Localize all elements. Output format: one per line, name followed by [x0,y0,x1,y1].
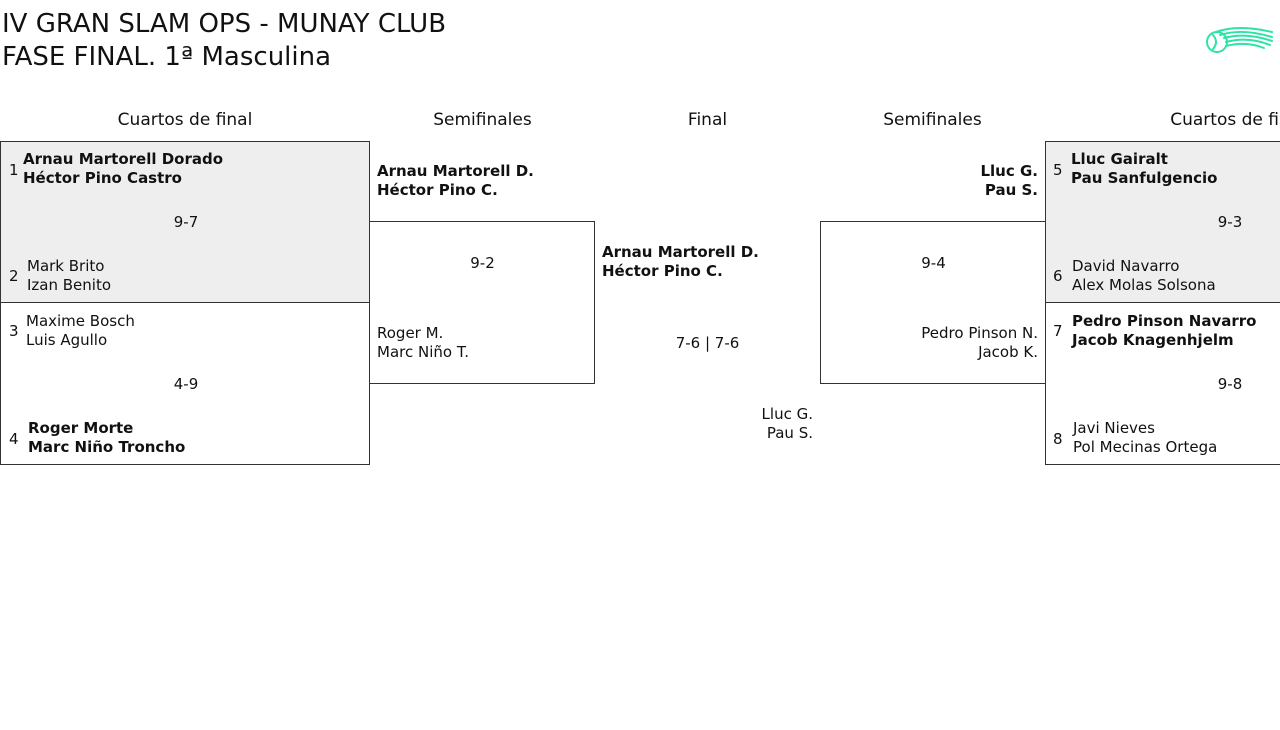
seed-number: 5 [1053,161,1063,179]
player-name: Arnau Martorell Dorado [23,150,224,168]
team-entry-winner: Arnau Martorell Dorado Héctor Pino Castr… [23,150,223,188]
tournament-title: IV GRAN SLAM OPS - MUNAY CLUB [2,9,447,39]
player-name: Marc Niño Troncho [28,438,186,456]
team-entry: Pedro Pinson N. Jacob K. [881,324,1038,362]
player-name: Izan Benito [27,276,112,294]
seed-number: 6 [1053,267,1063,285]
seed-number: 1 [9,161,19,179]
player-name: Jacob Knagenhjelm [1072,331,1234,349]
player-name: Héctor Pino C. [377,181,498,199]
player-name: David Navarro [1072,257,1180,275]
match-score: 9-7 [173,213,199,231]
team-entry: Javi Nieves Pol Mecinas Ortega [1073,419,1217,457]
seed-number: 4 [9,430,19,448]
team-entry: David Navarro Alex Molas Solsona [1072,257,1216,295]
round-header-final: Final [687,110,728,130]
seed-number: 3 [9,322,19,340]
final-team-winner: Arnau Martorell D. Héctor Pino C. [602,243,759,281]
player-name: Roger M. [377,324,444,342]
final-score: 7-6 | 7-6 [675,334,740,352]
sf-left-match[interactable]: 9-2 Roger M. Marc Niño T. [369,221,595,384]
player-name: Javi Nieves [1073,419,1155,437]
tennis-ball-logo-icon [1206,27,1273,53]
seed-number: 8 [1053,430,1063,448]
round-header-quarterfinals-right: Cuartos de fin [1170,110,1280,130]
player-name: Jacob K. [978,343,1038,361]
team-entry: Maxime Bosch Luis Agullo [26,312,135,350]
team-entry-winner: Pedro Pinson Navarro Jacob Knagenhjelm [1072,312,1256,350]
round-header-quarterfinals-left: Cuartos de final [117,110,253,130]
player-name: Alex Molas Solsona [1072,276,1216,294]
player-name: Pau S. [766,424,813,442]
tournament-subtitle: FASE FINAL. 1ª Masculina [2,42,332,72]
qf-match-2[interactable]: 3 Maxime Bosch Luis Agullo 4-9 4 Roger M… [0,302,370,465]
seed-number: 7 [1053,322,1063,340]
player-name: Pol Mecinas Ortega [1073,438,1218,456]
team-entry: Mark Brito Izan Benito [27,257,111,295]
final-team-runner-up: Lluc G. Pau S. [700,405,813,443]
match-score: 9-2 [470,254,495,272]
player-name: Luis Agullo [26,331,108,349]
round-header-semifinals-left: Semifinales [433,110,532,130]
player-name: Héctor Pino Castro [23,169,182,187]
player-name: Lluc Gairalt [1071,150,1168,168]
sf-right-team-top: Lluc G. Pau S. [900,162,1038,200]
sf-left-team-top: Arnau Martorell D. Héctor Pino C. [377,162,534,200]
match-score: 4-9 [173,375,199,393]
player-name: Marc Niño T. [377,343,469,361]
player-name: Pedro Pinson N. [921,324,1038,342]
match-score: 9-8 [1217,375,1243,393]
player-name: Roger Morte [28,419,134,437]
player-name: Mark Brito [27,257,105,275]
team-entry-winner: Lluc Gairalt Pau Sanfulgencio [1071,150,1218,188]
player-name: Lluc G. [761,405,813,423]
qf-match-3[interactable]: 5 Lluc Gairalt Pau Sanfulgencio 9-3 6 Da… [1045,141,1280,303]
qf-match-4[interactable]: 7 Pedro Pinson Navarro Jacob Knagenhjelm… [1045,302,1280,465]
player-name: Pau Sanfulgencio [1071,169,1218,187]
player-name: Pau S. [984,181,1038,199]
sf-right-match[interactable]: 9-4 Pedro Pinson N. Jacob K. [820,221,1046,384]
player-name: Arnau Martorell D. [377,162,534,180]
team-entry: Roger M. Marc Niño T. [377,324,469,362]
qf-match-1[interactable]: 1 Arnau Martorell Dorado Héctor Pino Cas… [0,141,370,303]
player-name: Pedro Pinson Navarro [1072,312,1257,330]
team-entry-winner: Roger Morte Marc Niño Troncho [28,419,185,457]
match-score: 9-3 [1217,213,1243,231]
player-name: Lluc G. [980,162,1038,180]
round-header-semifinals-right: Semifinales [883,110,982,130]
player-name: Héctor Pino C. [602,262,723,280]
player-name: Maxime Bosch [26,312,135,330]
player-name: Arnau Martorell D. [602,243,759,261]
seed-number: 2 [9,267,19,285]
match-score: 9-4 [921,254,946,272]
